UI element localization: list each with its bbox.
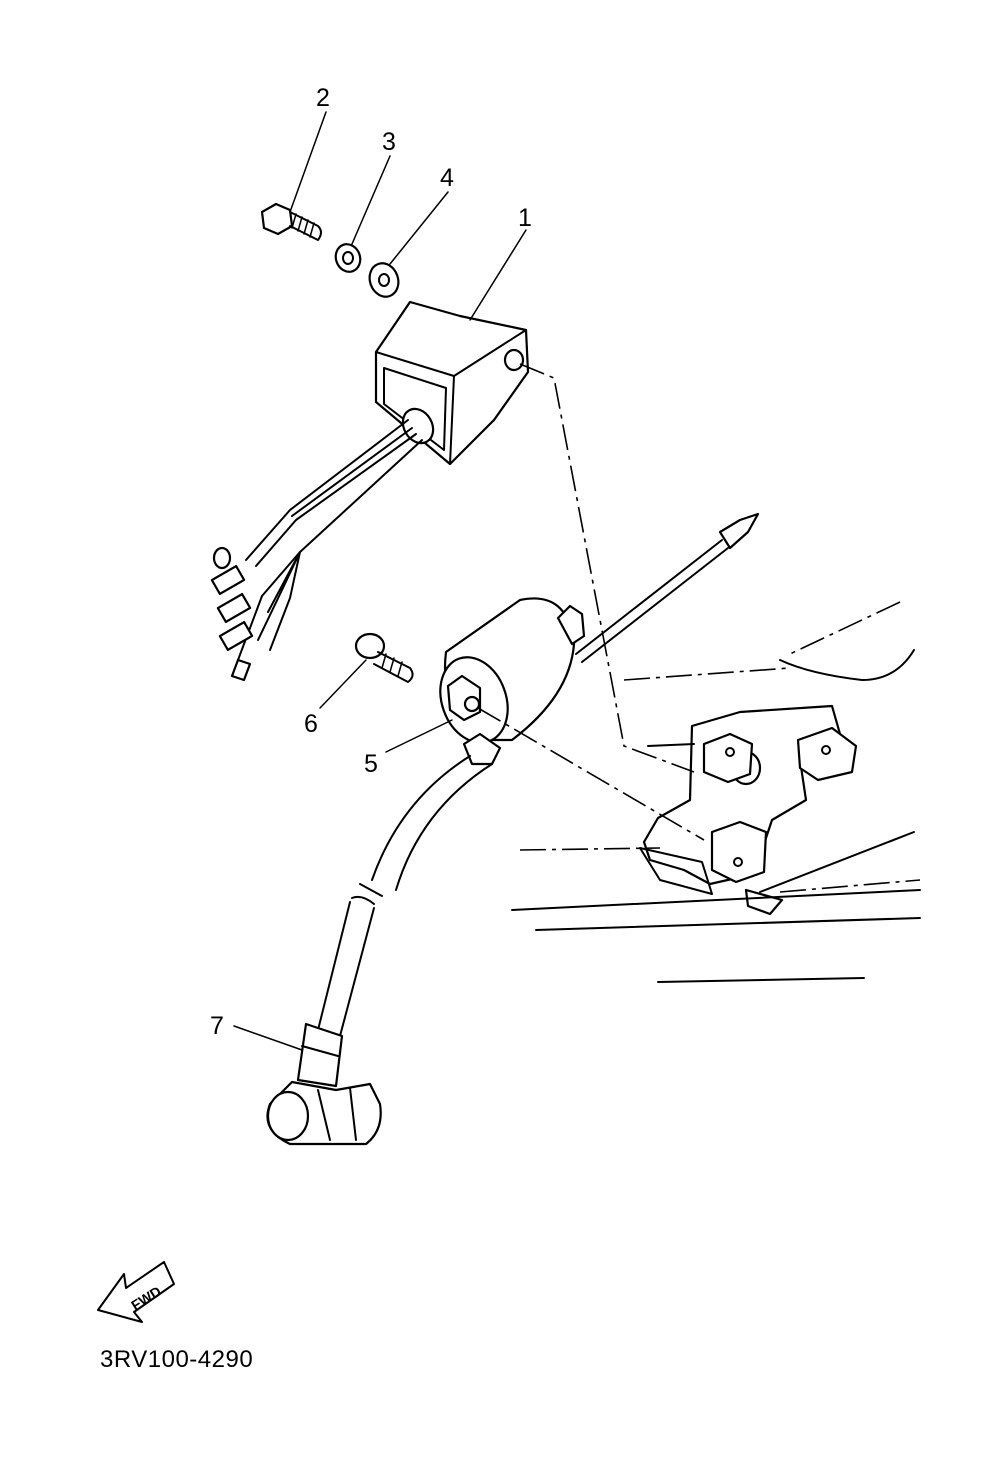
part-5-ignition-coil (317, 512, 760, 1037)
callout-6: 6 (304, 710, 318, 738)
leader-lines (233, 111, 527, 1051)
part-4-washer (368, 262, 400, 298)
callout-5: 5 (364, 750, 378, 778)
part-3-spring-washer (334, 243, 362, 273)
diagram-code: 3RV100-4290 (100, 1346, 254, 1373)
part-1-cdi-unit (210, 300, 530, 682)
callout-1: 1 (518, 204, 532, 232)
callout-2: 2 (316, 84, 330, 112)
mounting-bracket (639, 704, 858, 916)
engine-outline (511, 601, 921, 983)
callout-4: 4 (440, 164, 454, 192)
fwd-arrow-icon: FWD (97, 1261, 175, 1323)
fwd-label: FWD (128, 1283, 164, 1313)
callout-numbers: 2 3 4 1 6 5 7 (210, 84, 532, 1040)
part-2-bolt (260, 202, 322, 241)
part-6-screw (354, 632, 414, 683)
callout-3: 3 (382, 128, 396, 156)
part-7-plug-cap (266, 1022, 382, 1146)
callout-7: 7 (210, 1012, 224, 1040)
assembly-lines (477, 363, 705, 841)
